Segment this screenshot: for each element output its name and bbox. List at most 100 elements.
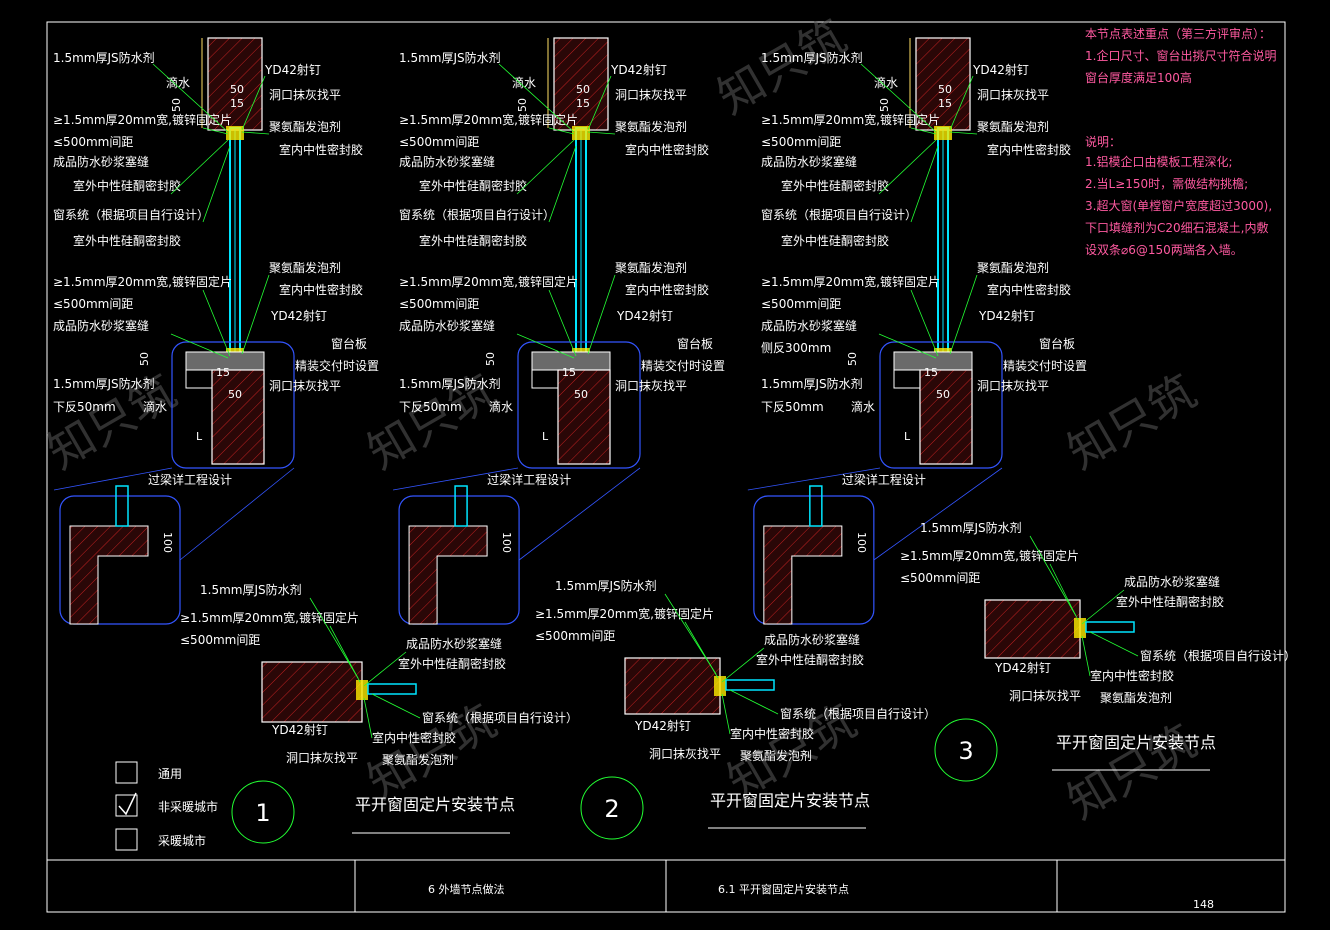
plan-detail-2: 1.5mm厚JS防水剂≥1.5mm厚20mm宽,镀锌固定片≤500mm间距成品防…: [535, 578, 936, 763]
label-yd42-nail: YD42射钉: [271, 722, 328, 737]
label-hole-plaster: 洞口抹灰找平: [269, 379, 341, 393]
label-yd42-nail: YD42射钉: [270, 308, 327, 323]
label-js-waterproof: 1.5mm厚JS防水剂: [761, 50, 863, 65]
label-outdoor-silicone: 室外中性硅酮密封胶: [756, 652, 864, 667]
label-pu-foam: 聚氨酯发泡剂: [382, 752, 454, 767]
detail-title-3: 平开窗固定片安装节点: [1056, 733, 1216, 752]
watermark: 知只筑: [1059, 714, 1206, 830]
legend: 通用 非采暖城市 采暖城市: [115, 761, 218, 851]
dim-50: 50: [230, 83, 244, 96]
dim-100: 100: [500, 532, 513, 553]
label-mortar-fill: 成品防水砂浆塞缝: [53, 154, 149, 169]
label-spacing-500: ≤500mm间距: [399, 135, 479, 149]
label-down-50: 下反50mm: [53, 400, 116, 414]
label-down-50: 下反50mm: [761, 400, 824, 414]
wall-bottom: [557, 369, 611, 465]
watermark: 知只筑: [1059, 364, 1206, 480]
label-lintel: 过梁详工程设计: [487, 472, 571, 487]
label-outdoor-silicone: 室外中性硅酮密封胶: [781, 178, 889, 193]
label-indoor-sealant: 室内中性密封胶: [372, 730, 456, 745]
label-mortar-fill: 成品防水砂浆塞缝: [399, 318, 495, 333]
label-drip: 滴水: [851, 399, 875, 414]
label-mortar-fill: 成品防水砂浆塞缝: [1124, 574, 1220, 589]
label-outdoor-silicone: 室外中性硅酮密封胶: [398, 656, 506, 671]
label-js-waterproof: 1.5mm厚JS防水剂: [53, 376, 155, 391]
legend-general: 通用: [158, 767, 182, 781]
dim-15: 15: [938, 97, 952, 110]
section-detail-2: 1.5mm厚JS防水剂滴水≥1.5mm厚20mm宽,镀锌固定片≤500mm间距成…: [393, 37, 725, 625]
wall-top: [553, 37, 609, 131]
label-outdoor-silicone: 室外中性硅酮密封胶: [419, 233, 527, 248]
label-pu-foam: 聚氨酯发泡剂: [269, 119, 341, 134]
label-outdoor-silicone: 室外中性硅酮密封胶: [1116, 594, 1224, 609]
label-window-system: 窗系统（根据项目自行设计）: [761, 208, 917, 222]
desc-item-4: 下口填缝剂为C20细石混凝土,内敷: [1085, 220, 1268, 235]
dim-15: 15: [216, 366, 230, 379]
detail-callout-box: [879, 341, 1003, 469]
plan-details: 1.5mm厚JS防水剂≥1.5mm厚20mm宽,镀锌固定片≤500mm间距成品防…: [180, 520, 1296, 767]
wall-plan: [624, 657, 721, 715]
wall-plan: [984, 599, 1081, 659]
label-mortar-fill: 成品防水砂浆塞缝: [53, 318, 149, 333]
watermark: 知只筑: [709, 9, 856, 125]
label-drip: 滴水: [489, 399, 513, 414]
window-frame-plan: [725, 679, 775, 691]
title-block-page: 148: [1193, 898, 1214, 911]
label-drip: 滴水: [166, 75, 190, 90]
legend-box-non-heating: [115, 794, 138, 817]
label-outdoor-silicone: 室外中性硅酮密封胶: [73, 178, 181, 193]
detail-title-1: 平开窗固定片安装节点: [355, 795, 515, 814]
dim-50: 50: [138, 352, 151, 366]
label-pu-foam: 聚氨酯发泡剂: [977, 260, 1049, 275]
label-window-board: 窗台板: [1039, 336, 1075, 351]
label-window-system: 窗系统（根据项目自行设计）: [1140, 649, 1296, 663]
label-window-system: 窗系统（根据项目自行设计）: [422, 711, 578, 725]
label-spacing-500: ≤500mm间距: [180, 633, 260, 647]
desc-item-2: 2.当L≥150时，需做结构挑檐;: [1085, 176, 1248, 191]
detail-title-2: 平开窗固定片安装节点: [710, 791, 870, 810]
legend-non-heating: 非采暖城市: [158, 799, 218, 814]
label-spacing-500: ≤500mm间距: [900, 571, 980, 585]
label-drip: 滴水: [874, 75, 898, 90]
label-window-system: 窗系统（根据项目自行设计）: [780, 707, 936, 721]
label-galv-plate: ≥1.5mm厚20mm宽,镀锌固定片: [53, 112, 232, 127]
label-window-system: 窗系统（根据项目自行设计）: [399, 208, 555, 222]
vertical-sections: 1.5mm厚JS防水剂滴水≥1.5mm厚20mm宽,镀锌固定片≤500mm间距成…: [53, 37, 1087, 625]
label-decor-set: 精装交付时设置: [295, 358, 379, 373]
title-block-section: 6 外墙节点做法: [428, 882, 505, 896]
review-item-2: 窗台厚度满足100高: [1085, 70, 1192, 85]
label-hole-plaster: 洞口抹灰找平: [615, 88, 687, 102]
label-outdoor-silicone: 室外中性硅酮密封胶: [73, 233, 181, 248]
label-hole-plaster: 洞口抹灰找平: [286, 751, 358, 765]
section-detail-3: 1.5mm厚JS防水剂滴水≥1.5mm厚20mm宽,镀锌固定片≤500mm间距成…: [747, 37, 1087, 625]
label-indoor-sealant: 室内中性密封胶: [987, 282, 1071, 297]
title-block-subsection: 6.1 平开窗固定片安装节点: [718, 882, 849, 896]
label-decor-set: 精装交付时设置: [641, 358, 725, 373]
label-down-50: 下反50mm: [399, 400, 462, 414]
plan-detail-3: 1.5mm厚JS防水剂≥1.5mm厚20mm宽,镀锌固定片≤500mm间距成品防…: [900, 520, 1296, 705]
label-galv-plate: ≥1.5mm厚20mm宽,镀锌固定片: [761, 274, 940, 289]
label-js-waterproof: 1.5mm厚JS防水剂: [399, 50, 501, 65]
label-indoor-sealant: 室内中性密封胶: [279, 142, 363, 157]
section-detail-1: 1.5mm厚JS防水剂滴水≥1.5mm厚20mm宽,镀锌固定片≤500mm间距成…: [53, 37, 379, 625]
detail-number-1: 1: [255, 799, 270, 827]
dim-50: 50: [228, 388, 242, 401]
label-spacing-500: ≤500mm间距: [399, 297, 479, 311]
detail-circle-3: [934, 718, 998, 782]
label-js-waterproof: 1.5mm厚JS防水剂: [200, 582, 302, 597]
label-hole-plaster: 洞口抹灰找平: [977, 379, 1049, 393]
desc-item-5: 设双条⌀6@150两端各入墙。: [1085, 242, 1243, 257]
label-galv-plate: ≥1.5mm厚20mm宽,镀锌固定片: [900, 548, 1079, 563]
dim-50: 50: [170, 98, 183, 112]
label-yd42-nail: YD42射钉: [994, 660, 1051, 675]
review-title: 本节点表述重点（第三方评审点）：: [1085, 26, 1271, 41]
dim-50: 50: [878, 98, 891, 112]
detail-callout-box: [517, 341, 641, 469]
dim-50: 50: [516, 98, 529, 112]
review-notes: 本节点表述重点（第三方评审点）： 1.企口尺寸、窗台出挑尺寸符合说明 窗台厚度满…: [1085, 26, 1276, 257]
label-hole-plaster: 洞口抹灰找平: [1009, 689, 1081, 703]
label-yd42-nail: YD42射钉: [972, 62, 1029, 77]
label-lintel: 过梁详工程设计: [842, 472, 926, 487]
wall-bottom: [211, 369, 265, 465]
label-mortar-fill: 成品防水砂浆塞缝: [764, 632, 860, 647]
